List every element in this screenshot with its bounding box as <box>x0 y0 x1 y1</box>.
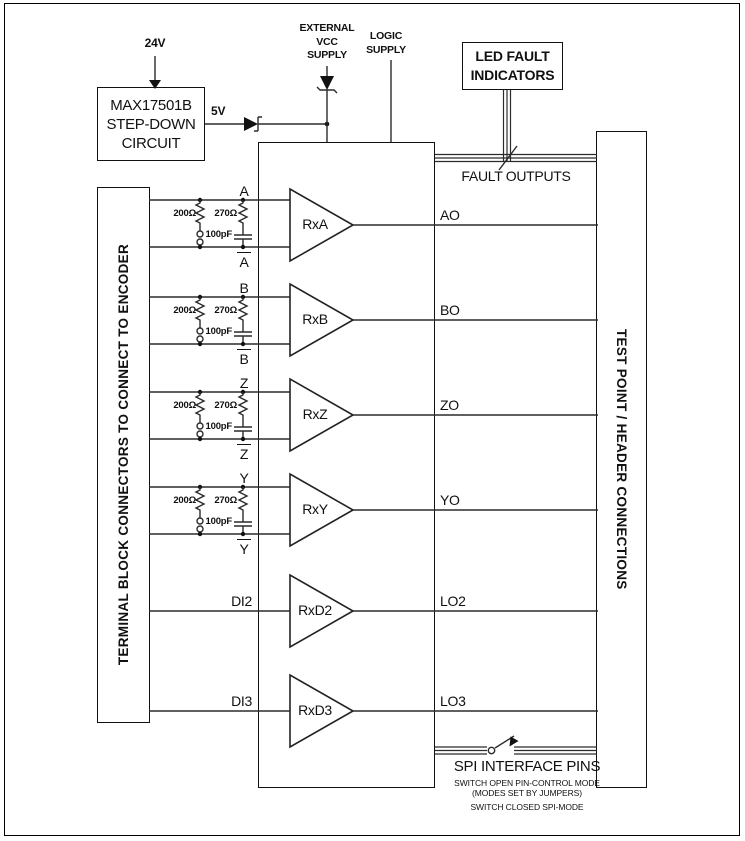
pin-b-neg: B <box>237 349 251 367</box>
amp-label-rxd3: RxD3 <box>298 702 332 718</box>
label-24v: 24V <box>144 36 166 50</box>
label-r270-z: 270Ω <box>214 400 237 411</box>
label-logic-supply: LOGIC SUPPLY <box>366 30 406 56</box>
pin-z-pos: Z <box>239 375 249 391</box>
amp-label-rxz: RxZ <box>302 406 328 422</box>
amp-label-rxd2: RxD2 <box>298 602 332 618</box>
terminal-block-panel-label: TERMINAL BLOCK CONNECTORS TO CONNECT TO … <box>116 244 131 666</box>
amp-label-rxy: RxY <box>302 501 328 517</box>
led-fault-indicators-box: LED FAULT INDICATORS <box>462 42 563 90</box>
label-spi-note2: (MODES SET BY JUMPERS) <box>472 788 582 798</box>
pin-di3: DI3 <box>231 693 252 709</box>
pin-lo2: LO2 <box>440 593 466 609</box>
label-fault-outputs: FAULT OUTPUTS <box>461 168 571 184</box>
receiver-ic-block <box>258 142 435 788</box>
label-external-vcc: EXTERNAL VCC SUPPLY <box>299 22 355 61</box>
label-r200-b: 200Ω <box>173 305 196 316</box>
test-point-panel-label: TEST POINT / HEADER CONNECTIONS <box>614 329 629 590</box>
label-spi-title: SPI INTERFACE PINS <box>453 758 601 775</box>
label-r200-y: 200Ω <box>173 495 196 506</box>
label-cap-b: 100pF <box>205 326 233 337</box>
pin-lo3: LO3 <box>440 693 466 709</box>
amp-label-rxb: RxB <box>302 311 328 327</box>
label-cap-a: 100pF <box>205 229 233 240</box>
terminal-block-panel: TERMINAL BLOCK CONNECTORS TO CONNECT TO … <box>97 187 150 723</box>
stepdown-line1: MAX17501B <box>110 96 192 114</box>
label-spi-note3: SWITCH CLOSED SPI-MODE <box>470 802 584 812</box>
label-r200-z: 200Ω <box>173 400 196 411</box>
led-box-line2: INDICATORS <box>470 67 555 83</box>
pin-bo: BO <box>440 302 460 318</box>
stepdown-line2: STEP-DOWN <box>106 115 196 133</box>
pin-b-pos: B <box>239 280 249 296</box>
pin-y-neg: Y <box>237 539 251 557</box>
label-spi-note1: SWITCH OPEN PIN-CONTROL MODE <box>454 778 600 788</box>
pin-y-pos: Y <box>239 470 249 486</box>
pin-di2: DI2 <box>231 593 252 609</box>
test-point-panel: TEST POINT / HEADER CONNECTIONS <box>596 131 647 788</box>
pin-zo: ZO <box>440 397 459 413</box>
stepdown-line3: CIRCUIT <box>121 134 181 152</box>
pin-yo: YO <box>440 492 460 508</box>
label-cap-y: 100pF <box>205 516 233 527</box>
label-r270-a: 270Ω <box>214 208 237 219</box>
led-box-line1: LED FAULT <box>475 48 550 64</box>
stepdown-circuit-box: MAX17501B STEP-DOWN CIRCUIT <box>97 87 205 161</box>
label-r270-y: 270Ω <box>214 495 237 506</box>
label-cap-z: 100pF <box>205 421 233 432</box>
diagram-border <box>4 3 740 836</box>
label-r200-a: 200Ω <box>173 208 196 219</box>
pin-ao: AO <box>440 207 460 223</box>
pin-a-pos: A <box>239 183 249 199</box>
amp-label-rxa: RxA <box>302 216 328 232</box>
pin-z-neg: Z <box>237 444 251 462</box>
pin-a-neg: A <box>237 252 251 270</box>
label-r270-b: 270Ω <box>214 305 237 316</box>
label-5v: 5V <box>211 104 226 118</box>
